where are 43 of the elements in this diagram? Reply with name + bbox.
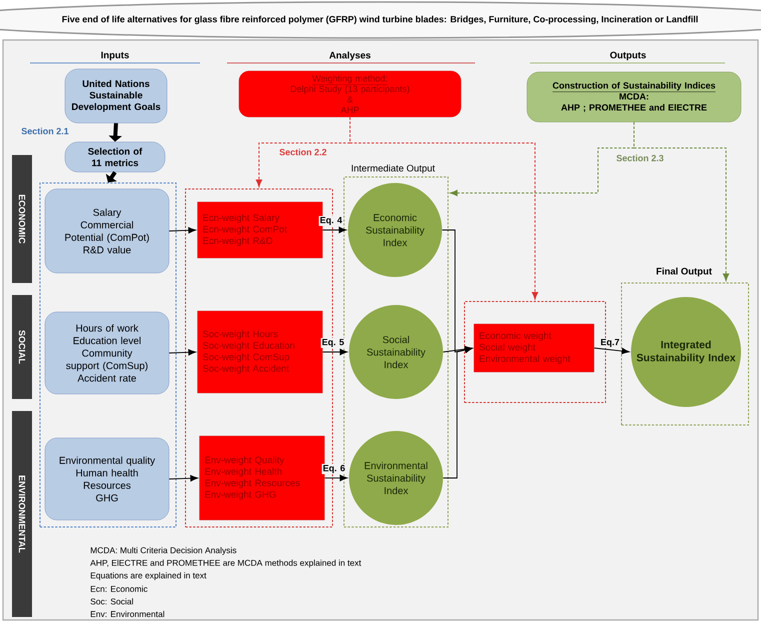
method-box: Weighting method: Delphi Study (13 participants) & AHP [238,70,462,118]
category-bar: ECONOMIC [12,155,32,283]
arrow [324,474,348,482]
arrow [322,348,348,356]
edge-label: Section 2.3 [616,154,664,162]
note-text: AHP, ElECTRE and PROMETHEE are MCDA methods explained in text [90,560,362,568]
method-box: Construction of Sustainability Indices MCDA: AHP ; PROMETHEE and ElECTRE [526,72,742,122]
note-text: Env: Environmental [90,610,164,618]
metrics-box: Hours of work Education level Community support (ComSup) Accident rate [44,312,170,394]
edge-label: Section 2.2 [280,148,326,156]
section-label: Section 2.1 [22,128,68,134]
group-caption: Intermediate Output [352,164,435,174]
note-text: Ecn: Economic [90,586,148,592]
dashed-group-box [621,282,749,426]
weight-box: Economic weight Social weight Environmental weight [474,324,594,372]
arrow [594,348,630,354]
metrics-box: Salary Commercial Potential (ComPot) R&D value [44,188,170,274]
arrow [322,226,346,234]
arrow [350,116,538,300]
note-text: Equations are explained in text [90,572,206,580]
category-bar: SOCIAL [12,295,32,399]
arrow [442,346,472,478]
arrow [168,349,196,356]
arrow [634,122,730,281]
edge-label: Eq. 4 [320,216,342,226]
edge-label: Eq. 5 [322,338,344,348]
section-heading: Analyses [329,52,370,60]
weight-box: Soc-weight Hours Soc-weight Education Soc-weight ComSup Soc-weight Accident [197,310,323,394]
metrics-box: Environmental quality Human health Resources GHG [44,438,170,520]
dashed-group-box [344,176,448,528]
section-heading: Outputs [610,52,646,60]
edge-label: Eq. 6 [323,464,345,474]
category-bar: ENVIRONMENTAL [12,411,32,617]
group-caption: Final Output [656,268,712,276]
dashed-group-box [40,182,176,528]
arrow [168,227,196,234]
arrow [168,475,198,482]
note-text: MCDA: Multi Criteria Decision Analysis [90,547,236,555]
weight-box: Env-weight Quality Env-weight Health Env-weight Resources Env-weight GHG [199,436,325,520]
note-text: Soc: Social [90,598,133,604]
process-box: Selection of 11 metrics [64,142,166,172]
edge-label: Eq.7 [601,338,620,348]
goal-box: United Nations Sustainable Development Goals [64,68,168,124]
